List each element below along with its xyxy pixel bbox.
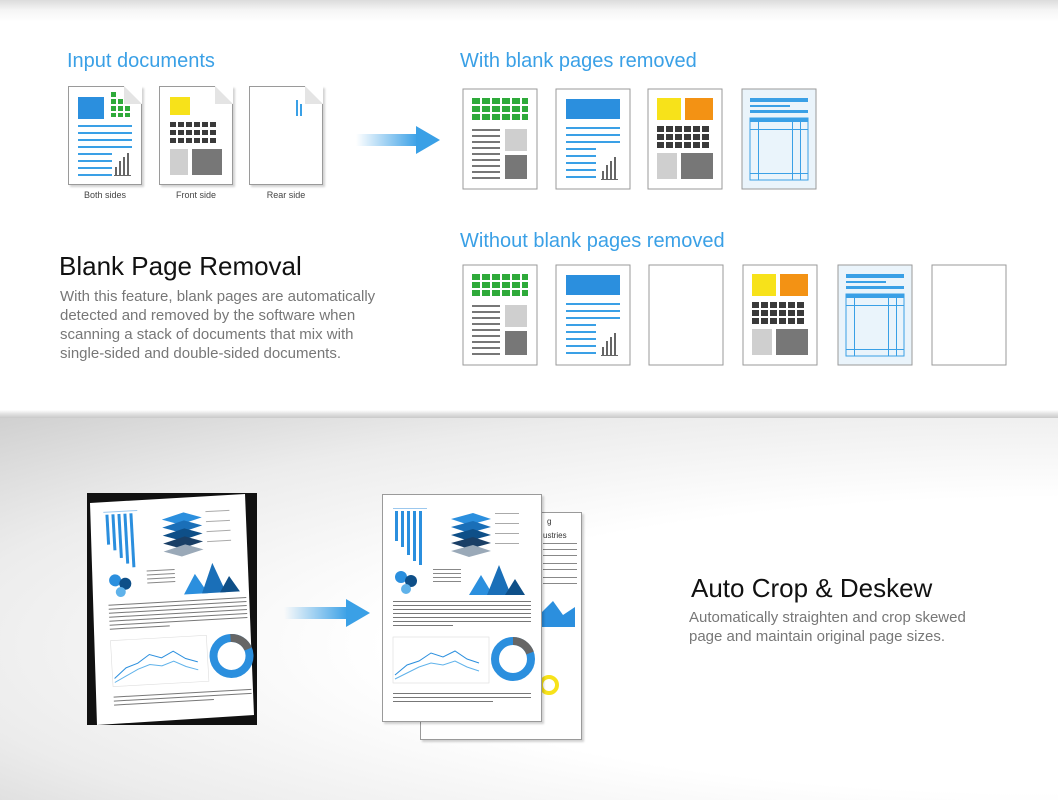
peek-content-graphic [539, 543, 577, 695]
corrected-document [382, 494, 542, 722]
input-page-rear-side [249, 86, 323, 185]
input-documents-heading: Input documents [67, 50, 215, 72]
caption-rear-side: Rear side [266, 190, 306, 200]
document-content-graphic [391, 503, 537, 715]
output-pages-without-blank-removed [462, 264, 1007, 366]
input-page-both-sides [68, 86, 142, 185]
arrow-right-icon [356, 126, 440, 154]
peek-text: g [547, 517, 552, 526]
auto-crop-deskew-description: Automatically straighten and crop skewed… [689, 609, 966, 645]
section-divider [0, 410, 1058, 418]
with-blank-removed-heading: With blank pages removed [460, 50, 697, 72]
auto-crop-deskew-title: Auto Crop & Deskew [691, 573, 933, 603]
caption-front-side: Front side [175, 190, 217, 200]
skewed-document-scan [90, 494, 257, 725]
output-pages-with-blank-removed [462, 88, 817, 190]
caption-both-sides: Both sides [83, 190, 127, 200]
page-content-graphic [296, 100, 302, 116]
blank-page-removal-description: With this feature, blank pages are autom… [60, 288, 376, 362]
page-content-graphic [78, 92, 132, 176]
page-content-graphic [170, 97, 222, 175]
without-blank-removed-heading: Without blank pages removed [460, 230, 725, 252]
peek-text: ustries [543, 531, 567, 540]
input-page-front-side [159, 86, 233, 185]
blank-page [648, 264, 724, 366]
blank-page-removal-title: Blank Page Removal [59, 251, 302, 281]
blank-page [931, 264, 1007, 366]
arrow-right-icon [284, 599, 370, 627]
